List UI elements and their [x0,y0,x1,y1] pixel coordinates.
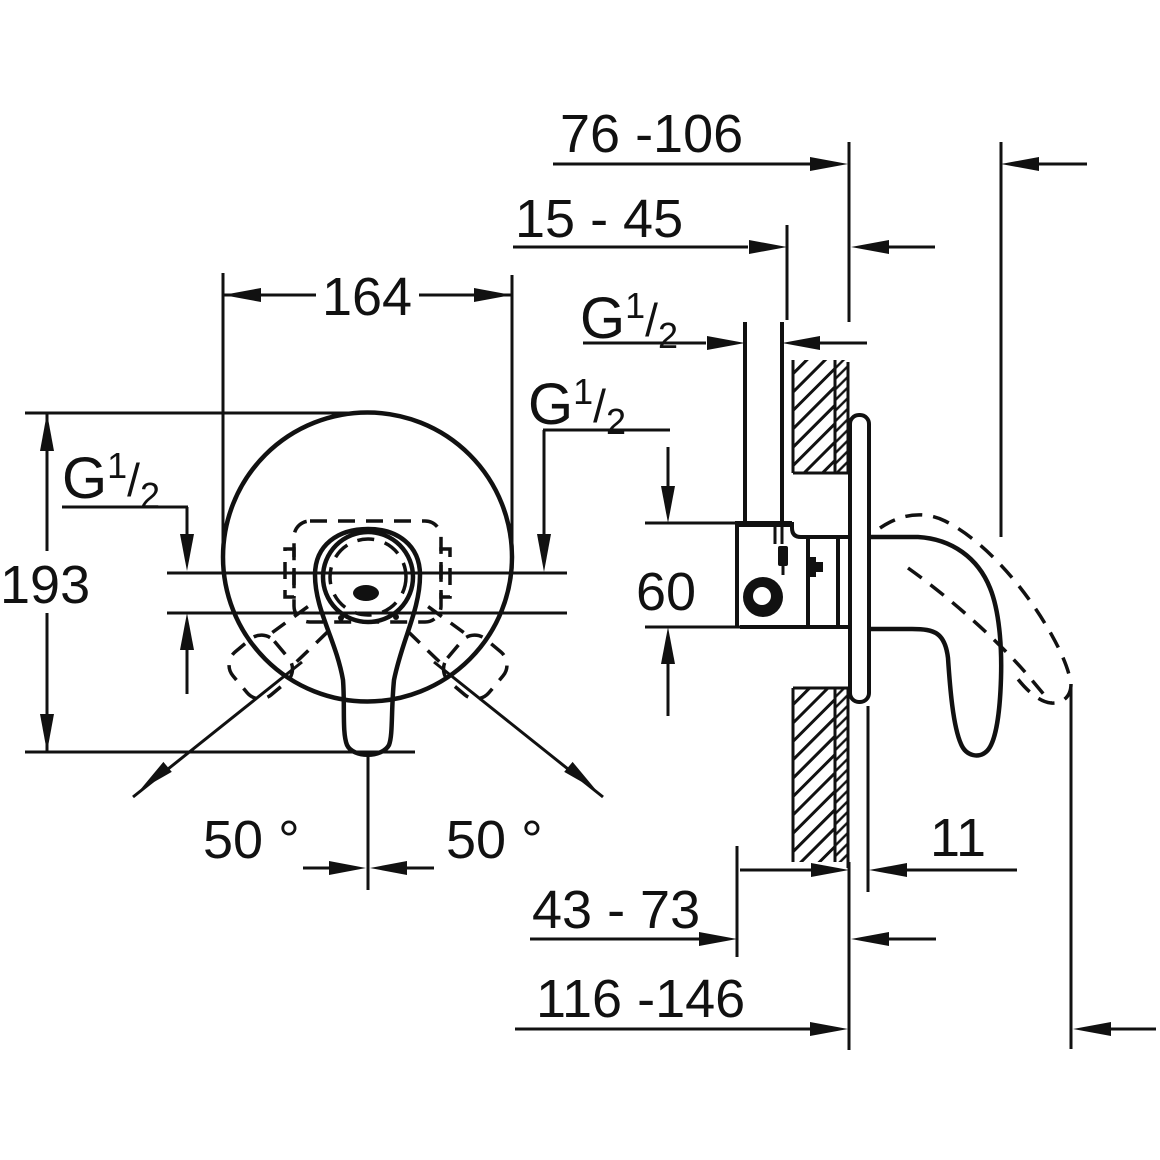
dim-label-handle-reach: 116 -146 [536,969,745,1029]
side-view [735,322,1073,868]
dim-label-body-height: 60 [636,562,696,622]
lever-handle-side [869,534,1004,758]
dimension-164: 164 [221,267,514,560]
dim-label-swing-right: 50 ° [446,810,543,870]
thread-label-front: G1/2 [62,445,194,694]
screw-dot-left [338,615,344,621]
handle-swing-left-dashed [227,605,330,701]
dimension-60: 60 [636,447,745,716]
escutcheon-plate-front [220,410,515,704]
dim-label-swing-left: 50 ° [203,810,300,870]
set-screw-top [778,546,788,566]
thread-g-half-front: G1/2 [62,445,160,516]
lever-handle-side-dashed [879,513,1073,705]
thread-label-side-top: G1/2 [580,285,867,356]
dimension-76-106: 76 -106 [553,104,1087,537]
dimension-15-45: 15 - 45 [513,189,935,320]
dim-label-wall-depth: 15 - 45 [515,189,683,249]
dim-label-top-offset: 76 -106 [560,104,743,164]
dim-label-rough-in-depth: 43 - 73 [532,880,700,940]
wall-section-upper [791,360,850,475]
handle-swing-right-dashed [406,605,509,701]
valve-body-side [735,521,850,629]
dimension-116-146: 116 -146 [515,684,1156,1049]
wall-section-lower [791,686,850,868]
thread-g-half-side-top: G1/2 [580,285,678,356]
dimension-43-73: 43 - 73 [530,846,936,1050]
grub-screw [808,557,816,577]
lever-pin [353,585,379,601]
dimension-11: 11 [740,706,1017,892]
lever-handle-front [312,526,423,757]
thread-label-side-second: G1/2 [528,371,670,572]
dim-label-plate-thickness: 11 [930,808,986,868]
screw-dot-right [393,614,399,620]
cartridge-hub [320,529,416,625]
dim-label-plate-diameter: 164 [322,267,412,327]
dimension-193: 193 [0,411,415,754]
dimension-50-degrees: 50 ° 50 ° [132,660,604,890]
front-view [167,410,567,757]
thread-g-half-side-second: G1/2 [528,371,626,442]
escutcheon-plate-side [848,413,871,704]
dim-label-total-height: 193 [0,555,90,615]
